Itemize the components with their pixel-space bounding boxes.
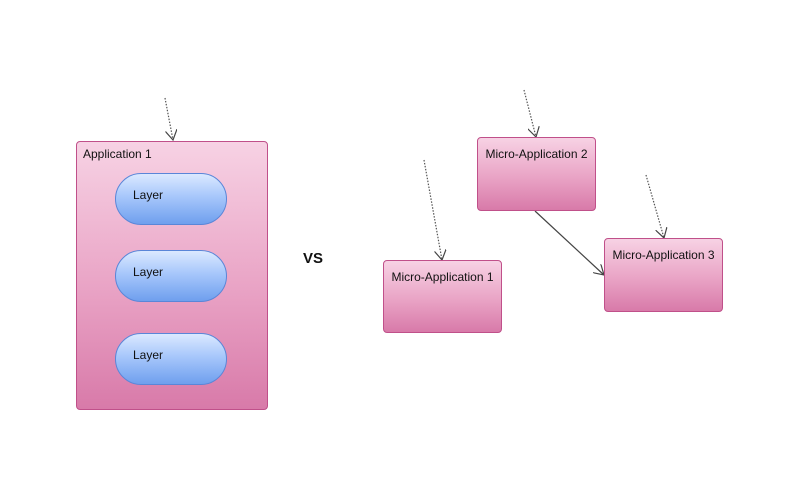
layer-1-label: Layer <box>133 188 164 202</box>
layer-3: Layer <box>115 333 227 385</box>
layer-2: Layer <box>115 250 227 302</box>
micro-app-2-to-micro-app-3-arrow <box>534 210 604 275</box>
incoming-arrow-application-1 <box>164 97 173 140</box>
micro-application-2-label: Micro-Application 2 <box>485 147 588 161</box>
incoming-arrow-micro-app-2 <box>523 89 536 137</box>
incoming-arrow-micro-app-1 <box>423 159 442 260</box>
micro-application-1-label: Micro-Application 1 <box>391 270 494 284</box>
vs-label: VS <box>303 250 324 267</box>
micro-application-3-label: Micro-Application 3 <box>612 248 715 262</box>
layer-2-label: Layer <box>133 265 164 279</box>
micro-application-3-box: Micro-Application 3 <box>604 238 723 312</box>
layer-1: Layer <box>115 173 227 225</box>
micro-application-2-box: Micro-Application 2 <box>477 137 596 211</box>
micro-application-1-box: Micro-Application 1 <box>383 260 502 333</box>
application-1-label: Application 1 <box>83 147 152 161</box>
layer-3-label: Layer <box>133 348 164 362</box>
incoming-arrow-micro-app-3 <box>645 174 664 238</box>
